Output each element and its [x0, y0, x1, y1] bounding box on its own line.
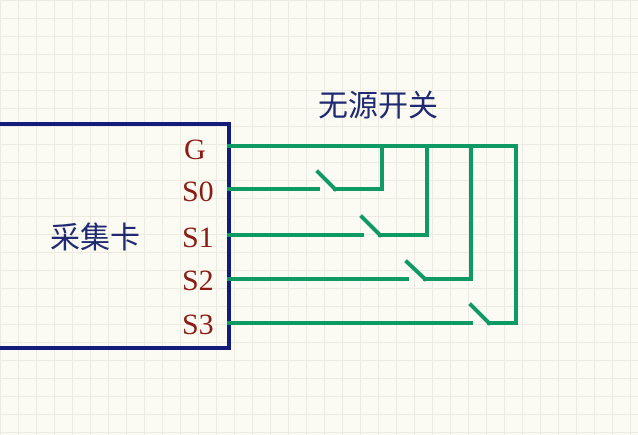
switch-s1-return-wire — [378, 144, 429, 237]
pin-label-s0: S0 — [182, 175, 214, 208]
switch-s3-return-wire — [487, 144, 518, 325]
switch-s0 — [227, 144, 384, 192]
switch-s2-return-wire — [423, 144, 473, 281]
switch-s2-contact — [404, 259, 428, 282]
pin-label-g: G — [184, 133, 206, 166]
switch-s2 — [227, 144, 473, 282]
switch-s0-contact — [315, 169, 338, 192]
switch-s1-contact — [359, 214, 383, 238]
switch-s3-contact — [468, 302, 492, 326]
pin-label-s1: S1 — [182, 221, 214, 254]
card-label: 采集卡 — [50, 221, 140, 256]
switch-s3 — [227, 144, 518, 326]
switch-s1 — [227, 144, 429, 238]
pin-label-s3: S3 — [182, 308, 214, 341]
switch-title: 无源开关 — [318, 89, 438, 124]
pin-label-s2: S2 — [182, 264, 214, 297]
switch-s0-return-wire — [333, 144, 384, 191]
